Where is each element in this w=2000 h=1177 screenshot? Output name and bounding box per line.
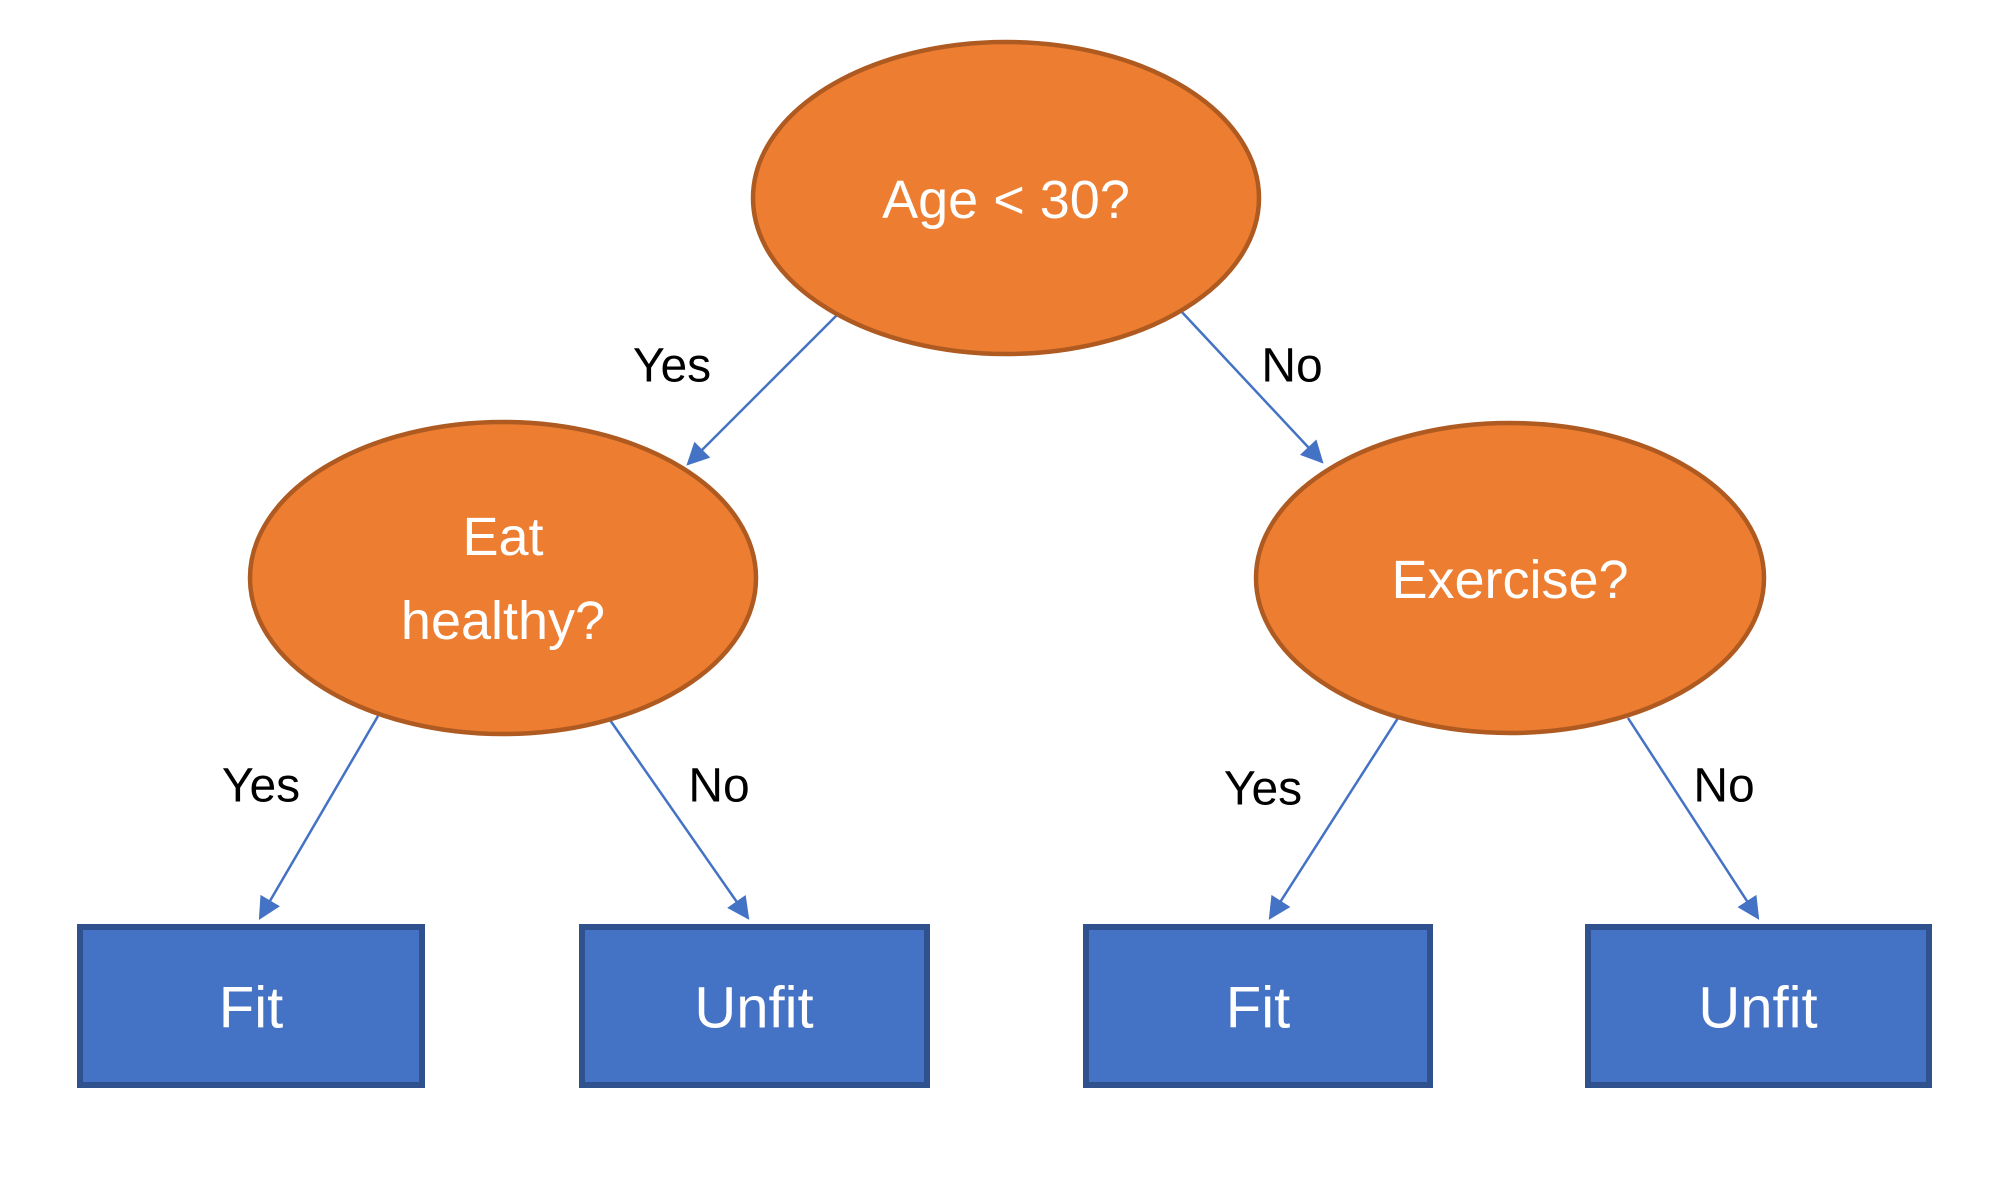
edge-label-eat-no: No [688,760,749,813]
edge-exercise-to-fit [1268,717,1400,920]
edge-label-eat-yes: Yes [222,760,300,813]
edge-label-root-yes: Yes [633,340,711,393]
node-eat-healthy-label-line1: Eat [462,507,543,567]
edge-exercise-to-unfit [1626,717,1760,920]
edge-label-exercise-yes: Yes [1224,763,1302,816]
node-root-age [750,39,1262,357]
node-eat-healthy-label-line2: healthy? [401,591,605,651]
node-exercise [1253,420,1767,736]
edge-label-exercise-no: No [1693,760,1754,813]
leaf-unfit-left [579,924,930,1088]
leaf-fit-left [77,924,425,1088]
edge-root-to-exercise [1179,309,1324,464]
leaf-unfit-right-label: Unfit [1698,976,1817,1041]
edge-label-root-no: No [1261,340,1322,393]
edge-root-to-eat-healthy [686,312,840,466]
leaf-unfit-left-label: Unfit [694,976,813,1041]
edge-eat-healthy-to-fit [258,715,380,920]
leaf-fit-right [1083,924,1433,1088]
node-root-age-label: Age < 30? [882,170,1130,230]
node-eat-healthy [247,419,759,737]
leaf-unfit-right [1585,924,1932,1088]
edge-eat-healthy-to-unfit [608,719,750,920]
node-exercise-label: Exercise? [1391,550,1628,610]
leaf-fit-right-label: Fit [1226,976,1290,1041]
leaf-fit-left-label: Fit [219,976,283,1041]
